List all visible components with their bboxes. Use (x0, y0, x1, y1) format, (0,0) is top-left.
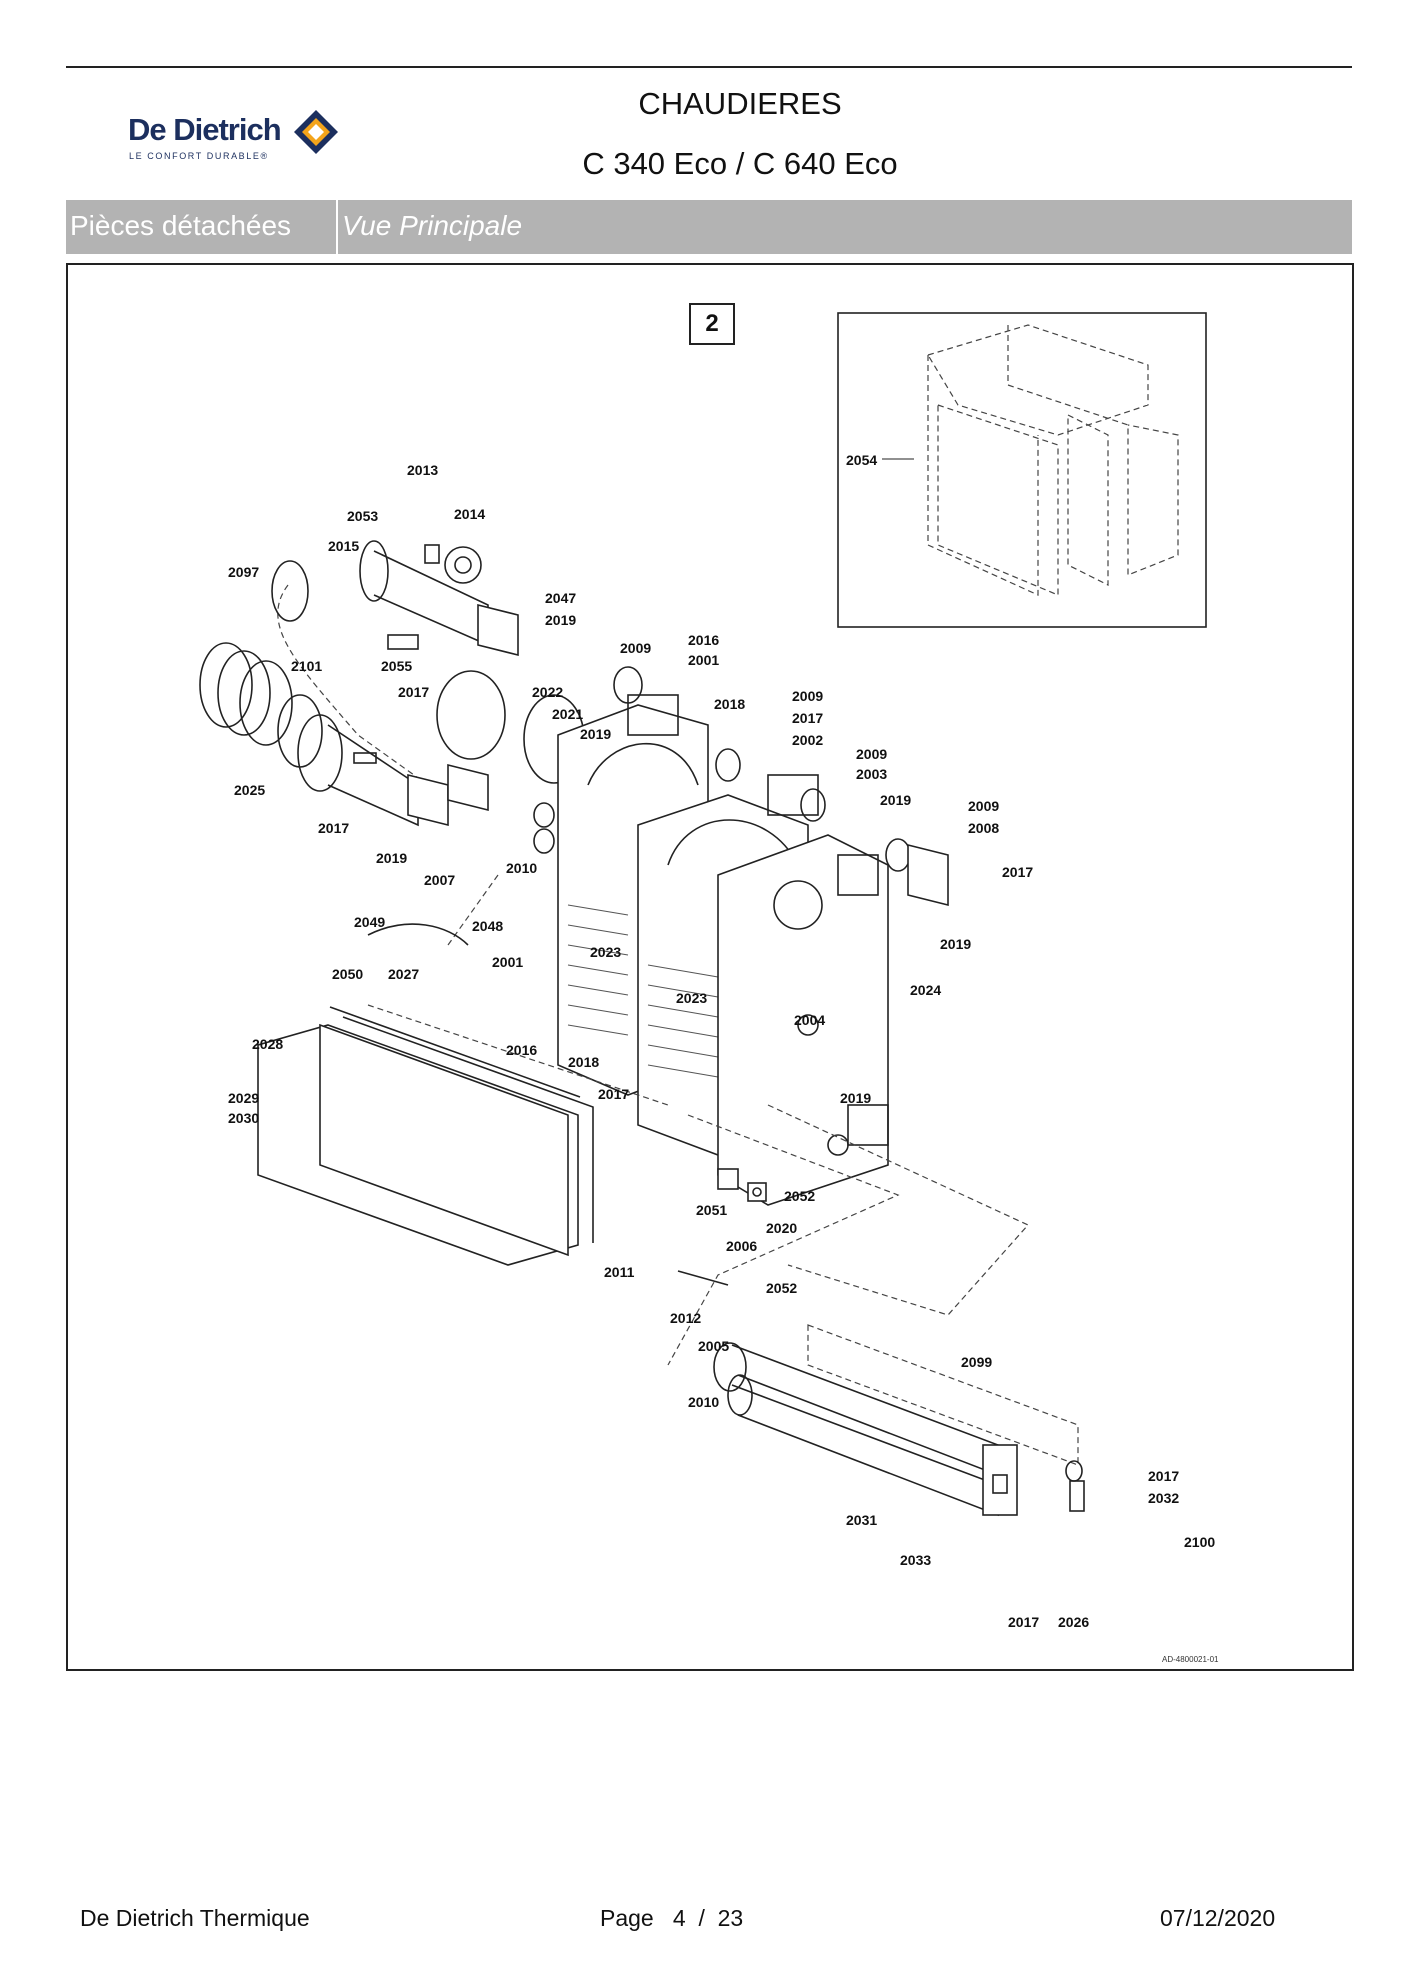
lower-tubes (713, 1324, 1085, 1517)
callout: 2017 (792, 710, 823, 726)
callout: 2005 (698, 1338, 729, 1354)
callout: 2017 (1148, 1468, 1179, 1484)
exploded-parts-diagram: 2013 2053 2014 2015 2097 2047 2019 2101 … (199, 312, 1215, 1630)
callout: 2019 (376, 850, 407, 866)
callout: 2055 (381, 658, 412, 674)
callout: 2028 (252, 1036, 283, 1052)
callout: 2097 (228, 564, 259, 580)
callout: 2019 (840, 1090, 871, 1106)
callout: 2054 (846, 452, 877, 468)
callout: 2052 (766, 1280, 797, 1296)
callout: 2001 (688, 652, 719, 668)
callout: 2052 (784, 1188, 815, 1204)
callout: 2049 (354, 914, 385, 930)
callout: 2033 (900, 1552, 931, 1568)
section-bar: Pièces détachées Vue Principale (66, 200, 1352, 254)
callout: 2016 (688, 632, 719, 648)
view-number-box: 2 (689, 303, 735, 345)
callout: 2011 (604, 1264, 635, 1280)
callout: 2100 (1184, 1534, 1215, 1550)
callout: 2013 (407, 462, 438, 478)
callout: 2020 (766, 1220, 797, 1236)
page-total: 23 (717, 1905, 744, 1931)
page-label: Page (600, 1905, 654, 1931)
logo-tagline: LE CONFORT DURABLE® (129, 151, 269, 161)
callout: 2026 (1058, 1614, 1089, 1630)
callout: 2003 (856, 766, 887, 782)
callout: 2023 (676, 990, 707, 1006)
boiler-sections (557, 694, 889, 1206)
callout: 2009 (968, 798, 999, 814)
footer-date: 07/12/2020 (1160, 1905, 1276, 1931)
callout: 2019 (545, 612, 576, 628)
header-rule (66, 66, 1352, 68)
page-current: 4 (672, 1905, 686, 1931)
callout: 2007 (424, 872, 455, 888)
side-panels (257, 1006, 594, 1266)
callout: 2021 (552, 706, 583, 722)
callout: 2029 (228, 1090, 259, 1106)
callout: 2009 (792, 688, 823, 704)
callout: 2017 (318, 820, 349, 836)
callout: 2017 (1008, 1614, 1039, 1630)
footer-company: De Dietrich Thermique (80, 1905, 310, 1931)
callout: 2048 (472, 918, 503, 934)
callout: 2032 (1148, 1490, 1179, 1506)
section-divider (336, 200, 338, 254)
callout: 2012 (670, 1310, 701, 1326)
callout: 2010 (688, 1394, 719, 1410)
callout: 2019 (940, 936, 971, 952)
callout: 2022 (532, 684, 563, 700)
flue-pipe-assembly (199, 540, 519, 827)
callout: 2001 (492, 954, 523, 970)
callout: 2014 (454, 506, 485, 522)
callout: 2018 (568, 1054, 599, 1070)
callout: 2004 (794, 1012, 825, 1028)
small-parts (367, 923, 767, 1286)
callout: 2030 (228, 1110, 259, 1126)
gasket-rings (436, 666, 949, 907)
callout: 2031 (846, 1512, 877, 1528)
callout: 2015 (328, 538, 359, 554)
callout: 2002 (792, 732, 823, 748)
inset-casing-view (837, 312, 1207, 628)
callout: 2101 (291, 658, 322, 674)
callout: 2050 (332, 966, 363, 982)
callout-labels: 2013 2053 2014 2015 2097 2047 2019 2101 … (228, 452, 1215, 1630)
callout: 2023 (590, 944, 621, 960)
callout: 2016 (506, 1042, 537, 1058)
model-subtitle: C 340 Eco / C 640 Eco (582, 146, 898, 181)
callout: 2009 (620, 640, 651, 656)
section-category: Pièces détachées (70, 210, 292, 241)
exploded-diagram-frame: 2 (66, 263, 1354, 1671)
section-view-name: Vue Principale (342, 210, 523, 241)
page-separator: / (698, 1905, 705, 1931)
callout: 2010 (506, 860, 537, 876)
callout: 2019 (580, 726, 611, 742)
callout: 2017 (398, 684, 429, 700)
callout: 2017 (598, 1086, 629, 1102)
callout: 2018 (714, 696, 745, 712)
callout: 2051 (696, 1202, 727, 1218)
callout: 2008 (968, 820, 999, 836)
footer-pagination: Page 4 / 23 (600, 1905, 743, 1932)
callout: 2099 (961, 1354, 992, 1370)
callout: 2017 (1002, 864, 1033, 880)
brand-logo: De Dietrich LE CONFORT DURABLE® (126, 108, 366, 168)
callout: 2024 (910, 982, 941, 998)
callout: 2009 (856, 746, 887, 762)
assembly-lines (367, 874, 1029, 1366)
logo-wordmark: De Dietrich (128, 112, 282, 147)
callout: 2025 (234, 782, 265, 798)
callout: 2019 (880, 792, 911, 808)
drawing-reference: AD-4800021-01 (1162, 1655, 1219, 1664)
callout: 2027 (388, 966, 419, 982)
logo-diamond-icon (294, 110, 338, 154)
callout: 2053 (347, 508, 378, 524)
page-title: CHAUDIERES (638, 86, 842, 121)
callout: 2047 (545, 590, 576, 606)
callout: 2006 (726, 1238, 757, 1254)
